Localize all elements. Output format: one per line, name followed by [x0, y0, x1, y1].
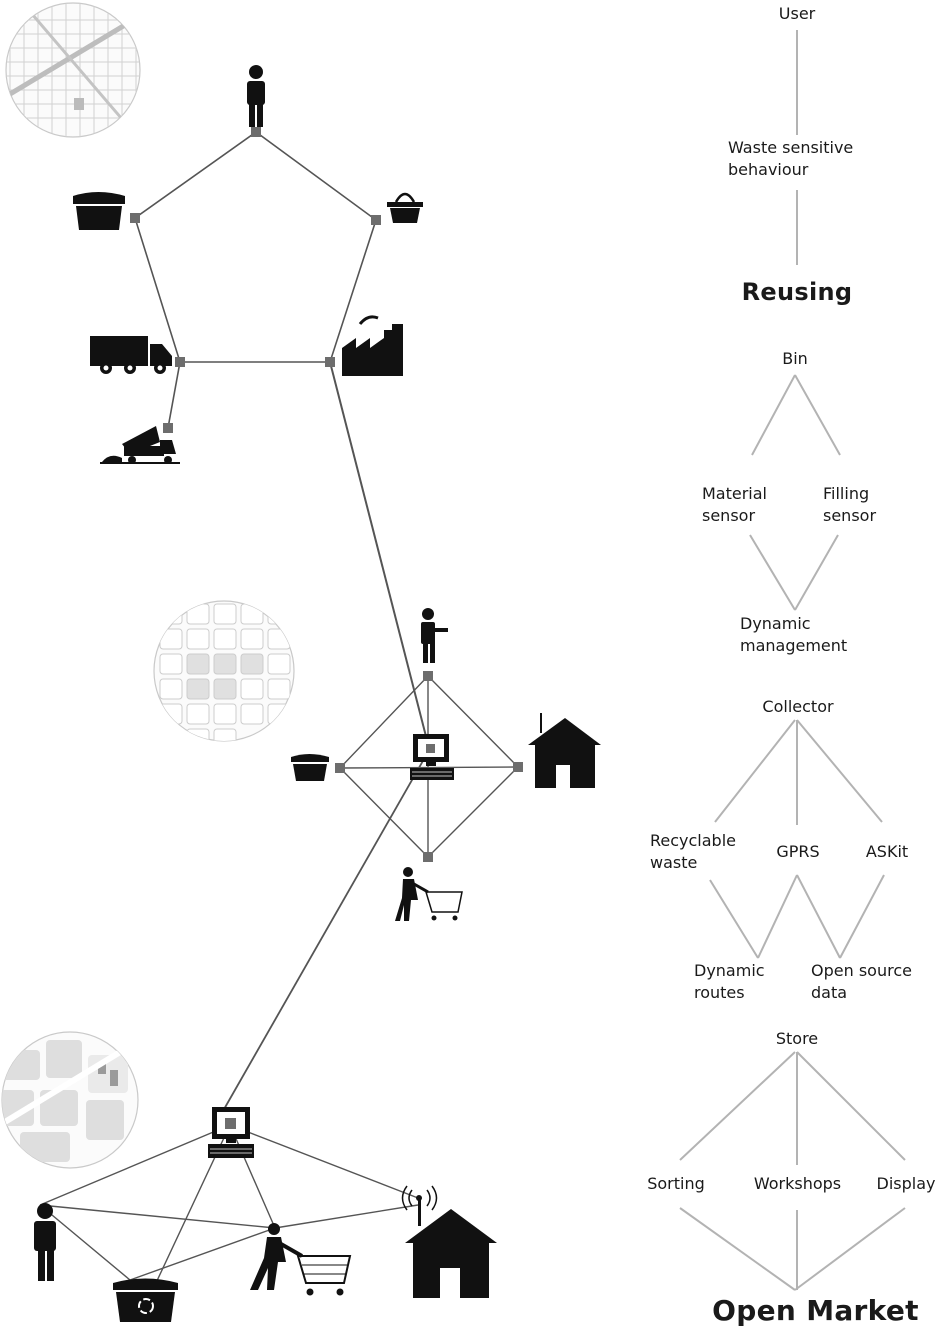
label-bin: Bin [782, 349, 808, 368]
label-open-source-data: Open source data [811, 961, 912, 1002]
label-gprs: GPRS [776, 842, 820, 861]
city-map-circle-3 [1, 1031, 139, 1169]
label-filling-sensor: Filling sensor [823, 484, 877, 525]
label-reusing: Reusing [741, 278, 853, 306]
shopper-cart-icon [395, 867, 463, 921]
label-display: Display [876, 1174, 936, 1193]
label-sorting: Sorting [647, 1174, 705, 1193]
label-open-market: Open Market [712, 1294, 919, 1327]
computer-icon [410, 734, 454, 780]
network-1-to-2-link [329, 361, 431, 753]
truck-icon [90, 336, 172, 374]
label-store: Store [775, 1029, 819, 1048]
label-workshops: Workshops [753, 1174, 842, 1193]
recycle-bin-icon [113, 1278, 178, 1322]
bin-icon [73, 192, 125, 230]
shopper-cart-icon [250, 1223, 352, 1296]
person-icon [247, 65, 265, 127]
label-collector: Collector [762, 697, 834, 716]
label-material-sensor: Material sensor [702, 484, 767, 525]
network-3-links [39, 1124, 419, 1286]
person-icon [34, 1203, 56, 1281]
label-dynamic-routes: Dynamic routes [694, 961, 765, 1002]
label-recyclable-waste: Recyclable waste [650, 831, 736, 872]
network-2-links [339, 674, 519, 858]
dump-truck-icon [100, 426, 180, 464]
city-map-circle-1 [5, 2, 141, 138]
label-user: User [778, 4, 816, 23]
bin-icon [291, 754, 329, 781]
store-antenna-icon [401, 1185, 497, 1298]
label-askit: ASKit [865, 842, 909, 861]
label-waste-sensitive-behaviour: Waste sensitive behaviour [728, 138, 854, 179]
right-tree-links [679, 30, 906, 1291]
store-icon [528, 713, 601, 788]
label-dynamic-management: Dynamic management [740, 614, 848, 655]
computer-icon [208, 1107, 254, 1158]
basket-icon [387, 192, 423, 223]
network-1-links [134, 131, 377, 429]
factory-icon [342, 315, 403, 376]
network-nodes [130, 127, 523, 862]
city-map-circle-2 [153, 600, 295, 742]
network-2-to-3-link [214, 751, 429, 1126]
person-pointing-icon [421, 608, 448, 663]
